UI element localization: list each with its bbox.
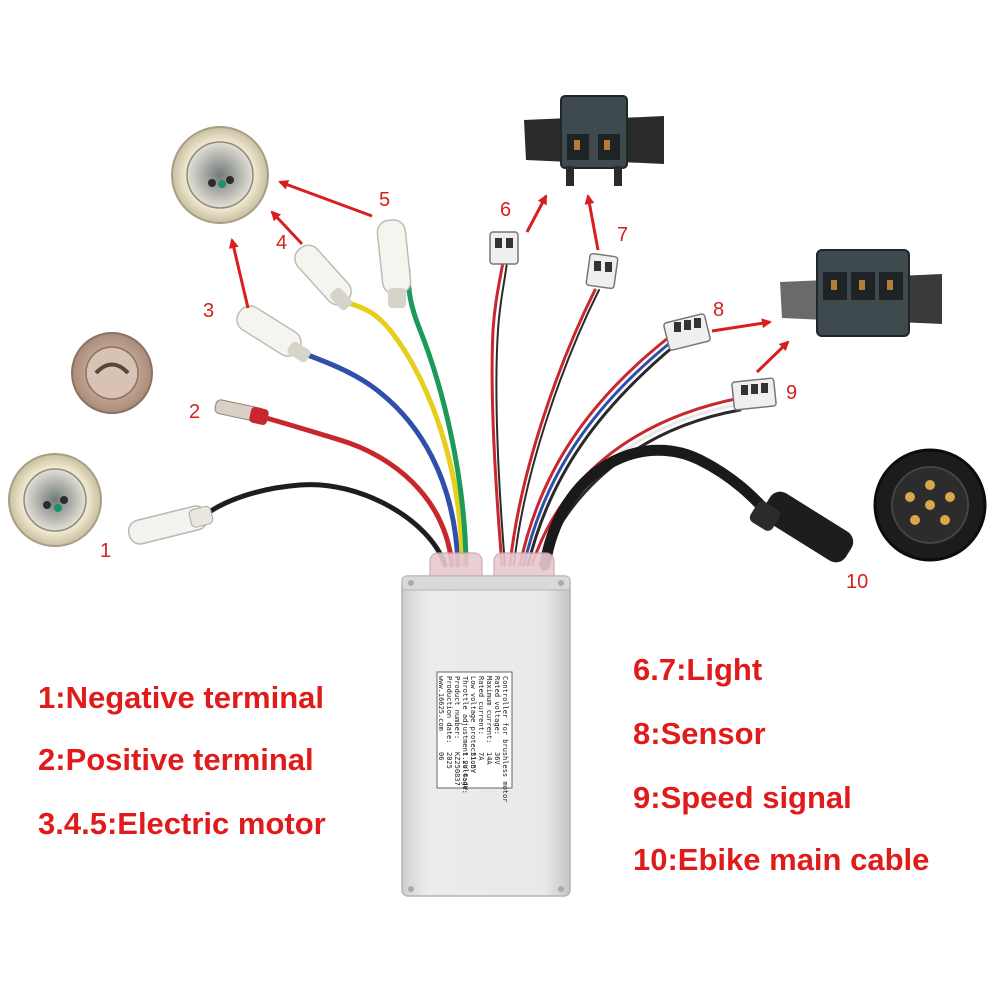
controller-label-line: Rated current: bbox=[477, 676, 485, 735]
wire-sensor-blue bbox=[522, 340, 673, 567]
wire-yellow-motor bbox=[337, 297, 465, 568]
num-8: 8 bbox=[713, 299, 724, 321]
controller-label-value: 7A bbox=[477, 752, 485, 761]
legend-sensor: 8:Sensor bbox=[633, 716, 766, 751]
arrow-7 bbox=[584, 194, 600, 251]
num-7: 7 bbox=[617, 224, 628, 246]
sm-connector-8 bbox=[663, 313, 711, 351]
controller-label-value: 14A bbox=[485, 752, 493, 765]
terminal-1-negative bbox=[127, 505, 214, 545]
legend-light: 6.7:Light bbox=[633, 652, 763, 687]
controller-label-line: Product number: bbox=[453, 676, 461, 739]
legend-electric-motor: 3.4.5:Electric motor bbox=[38, 806, 326, 841]
controller-label-line: Rated voltage: bbox=[493, 676, 501, 735]
legend-negative-terminal: 1:Negative terminal bbox=[38, 680, 324, 715]
terminal-5-motor bbox=[376, 219, 412, 308]
wire-light-7-red bbox=[508, 288, 597, 567]
motor-plug-icon bbox=[71, 332, 153, 414]
controller-label-value: KZ250837 bbox=[453, 752, 461, 786]
wire-sensor-black bbox=[526, 344, 676, 567]
arrow-4 bbox=[270, 210, 304, 246]
num-6: 6 bbox=[500, 199, 511, 221]
wire-red-positive bbox=[252, 412, 455, 568]
arrow-8 bbox=[711, 318, 772, 333]
controller-label-value: 36V bbox=[493, 752, 501, 765]
num-1: 1 bbox=[100, 540, 111, 562]
wire-green-motor bbox=[405, 267, 469, 568]
terminal-4-motor bbox=[294, 244, 352, 311]
wire-sensor-red bbox=[518, 336, 670, 567]
terminal-2-positive bbox=[214, 399, 269, 425]
wire-light-6-red bbox=[490, 260, 505, 567]
arrow-6 bbox=[525, 194, 548, 233]
main-cable-socket-icon bbox=[873, 448, 987, 562]
wire-blue-motor bbox=[297, 349, 461, 568]
controller-label-value: 06 bbox=[437, 752, 445, 760]
num-5: 5 bbox=[379, 189, 390, 211]
num-3: 3 bbox=[203, 300, 214, 322]
wire-speed-red bbox=[530, 396, 742, 567]
controller-label-line: Low voltage protection: bbox=[469, 676, 477, 773]
controller-label-value: 2025 bbox=[445, 752, 453, 769]
sm-connector-7 bbox=[585, 252, 619, 290]
num-9: 9 bbox=[786, 382, 797, 404]
sm-connector-6 bbox=[489, 231, 519, 265]
wire-speed-white bbox=[534, 402, 742, 567]
terminal-cap-icon bbox=[171, 126, 269, 224]
terminal-3-motor bbox=[236, 305, 311, 363]
controller-label-value: 31.5V bbox=[469, 752, 477, 774]
legend-positive-terminal: 2:Positive terminal bbox=[38, 742, 314, 777]
controller-label-line: www.16625.com bbox=[437, 676, 445, 731]
arrow-5 bbox=[278, 180, 373, 218]
light-socket-icon bbox=[524, 95, 664, 186]
arrow-9 bbox=[755, 340, 790, 374]
legend-speed-signal: 9:Speed signal bbox=[633, 780, 852, 815]
num-10: 10 bbox=[846, 571, 868, 593]
controller-label-line: Production date: bbox=[445, 676, 453, 743]
controller-label-line: Maximum current: bbox=[485, 676, 493, 743]
legend-main-cable: 10:Ebike main cable bbox=[633, 842, 930, 877]
controller-label-line: Throttle adjustment voltage: bbox=[461, 676, 469, 794]
annotation-arrows bbox=[228, 180, 790, 374]
controller-label-line: Controller for brushless motor bbox=[501, 676, 509, 802]
wire-light-6-black bbox=[495, 261, 508, 566]
sensor-socket-icon bbox=[780, 249, 942, 337]
wires bbox=[202, 260, 781, 571]
wire-black-negative bbox=[202, 482, 448, 568]
wire-main-cable bbox=[539, 444, 781, 571]
wire-light-7-black bbox=[513, 289, 600, 566]
sm-connector-9 bbox=[731, 377, 777, 411]
main-cable-plug-icon bbox=[749, 491, 854, 563]
num-2: 2 bbox=[189, 401, 200, 423]
number-labels: 1 2 3 4 5 6 7 8 9 10 bbox=[100, 189, 868, 593]
controller-label-value: 1.2V-4.4V bbox=[461, 752, 469, 791]
num-4: 4 bbox=[276, 232, 287, 254]
arrow-3 bbox=[228, 238, 250, 309]
terminal-cap-icon bbox=[8, 453, 102, 547]
